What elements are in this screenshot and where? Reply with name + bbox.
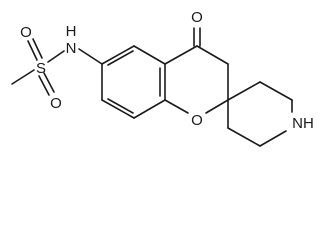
bond-sulfur-nitrogen: [47, 50, 65, 63]
atom-ring-oxygen: O: [191, 112, 203, 129]
bond-sulfur-oxygen-upper-2: [32, 38, 43, 59]
bond-c4-c3: [196, 45, 229, 65]
atom-amide-nitrogen: N: [66, 40, 77, 57]
bond-ring-e-inner: [107, 98, 134, 114]
bond-nitrogen-aryl: [78, 48, 103, 65]
bond-spiro-ring-oxygen: [205, 99, 229, 114]
bond-ring-a: [101, 45, 135, 65]
bond-ring-b: [133, 45, 166, 65]
bond-ring-d: [133, 99, 166, 119]
bond-sulfur-oxygen-lower-2: [43, 72, 55, 93]
atom-sulfonyl-oxygen-lower: O: [50, 95, 62, 112]
atom-sulfonyl-oxygen-upper: O: [20, 24, 32, 41]
atom-amide-hydrogen: H: [66, 23, 77, 40]
bond-ring-a-inner: [107, 50, 134, 66]
bond-pip-upper-right: [259, 81, 293, 101]
atom-carbonyl-oxygen: O: [191, 9, 203, 26]
bond-sulfur-oxygen-lower-1: [38, 75, 50, 96]
bond-c4a-c4: [164, 45, 198, 65]
bond-ring-oxygen-c8a: [164, 99, 189, 114]
chemical-structure-diagram: S O O H N O O NH: [11, 9, 314, 147]
bond-spiro-pip-upper: [227, 81, 261, 101]
bond-nh-pip-lower: [259, 130, 287, 147]
atom-piperidine-nh: NH: [292, 115, 314, 132]
atom-sulfur: S: [36, 60, 46, 77]
bond-sulfur-oxygen-upper-1: [27, 40, 38, 61]
bond-ring-e: [101, 99, 135, 119]
bond-pip-lower-spiro-side: [227, 127, 261, 147]
bond-methyl-sulfur: [11, 69, 35, 85]
